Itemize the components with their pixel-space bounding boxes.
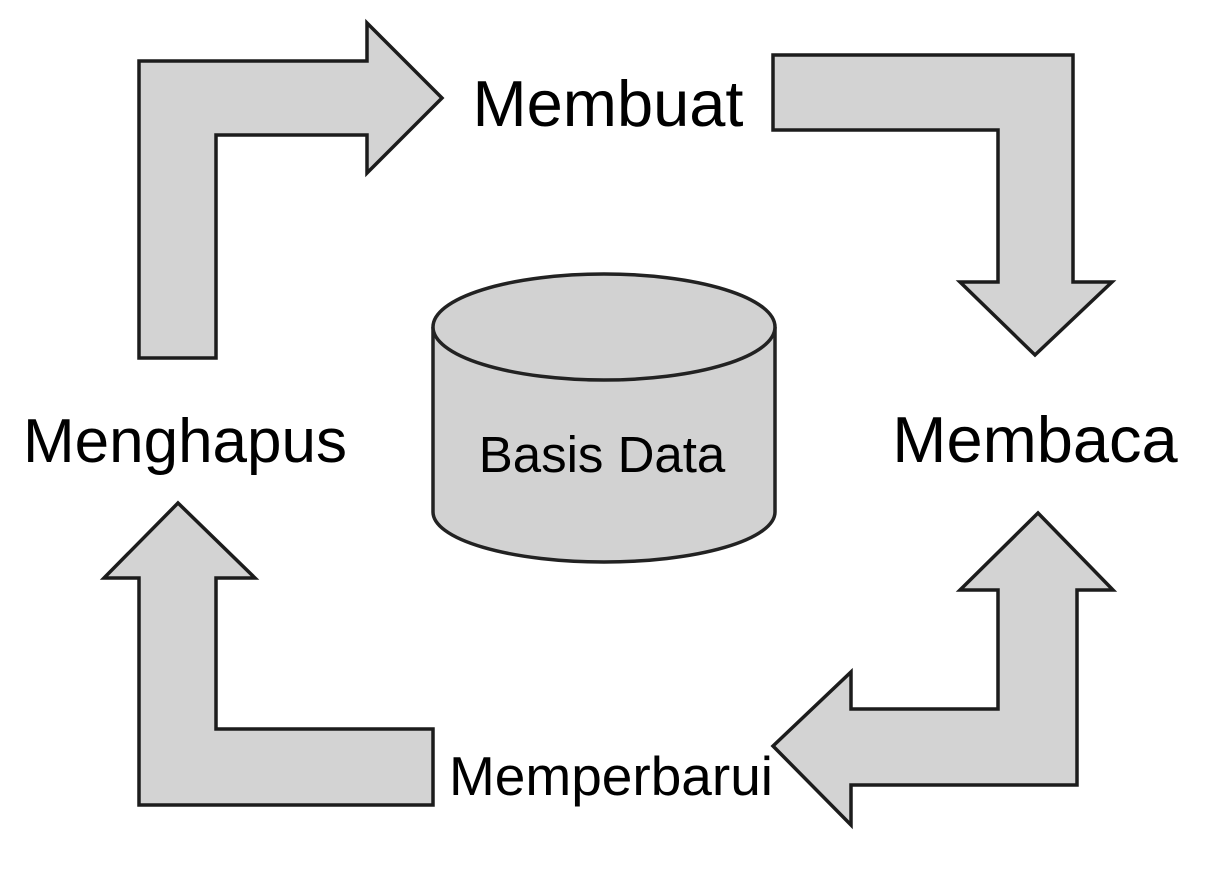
database-label: Basis Data xyxy=(479,426,726,483)
node-label-delete: Menghapus xyxy=(23,407,347,476)
cylinder-body xyxy=(431,327,777,564)
arrow-update-to-delete xyxy=(99,500,435,807)
node-label-update: Memperbarui xyxy=(449,745,773,807)
cylinder-top xyxy=(431,272,777,382)
node-label-read: Membaca xyxy=(892,403,1178,476)
arrow-delete-to-create xyxy=(137,18,445,360)
database-cylinder-icon xyxy=(431,272,777,564)
arrow-read-to-update xyxy=(770,510,1118,830)
node-label-create: Membuat xyxy=(473,67,744,140)
arrow-create-to-read xyxy=(771,53,1117,358)
